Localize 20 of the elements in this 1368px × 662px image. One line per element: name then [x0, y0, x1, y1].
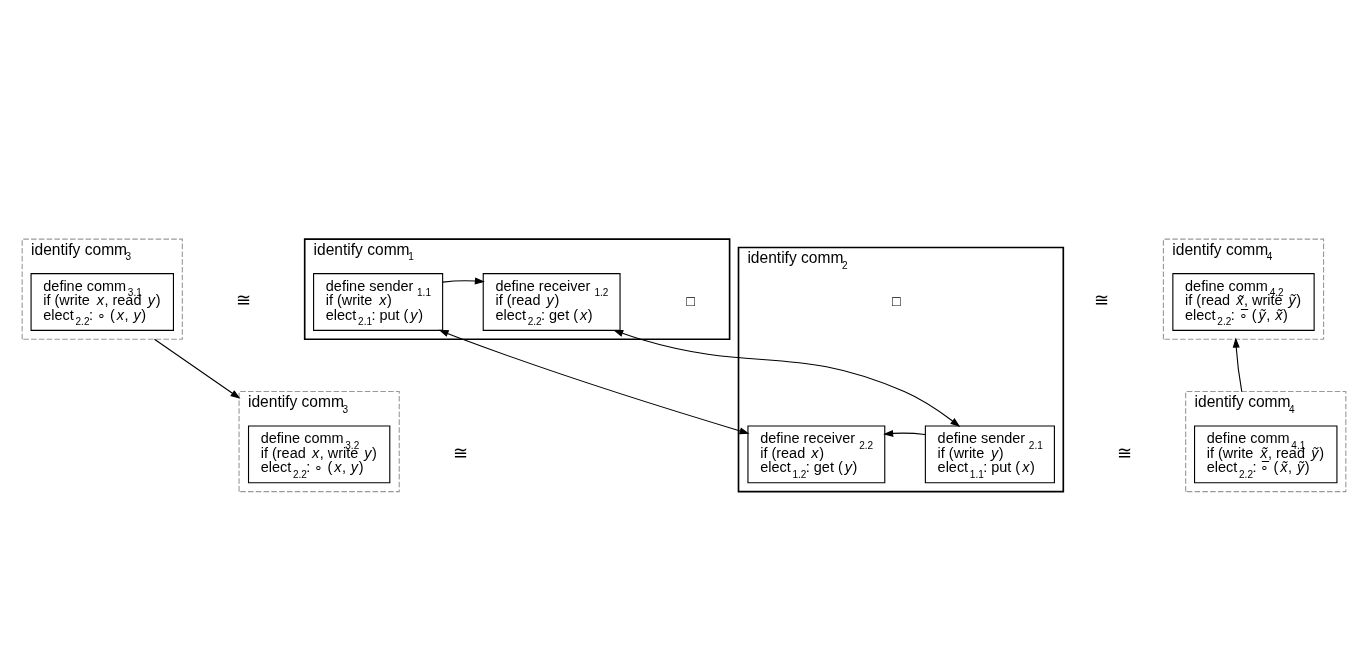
node-box: define comm$_{3.1}$ if (write x, read y) elect$_{2.2}$: ∘ (x, y) [30, 273, 174, 331]
arrow [153, 338, 241, 399]
label: ≅ [1094, 290, 1110, 311]
node-box: define comm$_{4.1}$ if (write x̃, read ỹ) elect$_{2.2}$: ∘̅ (x̃, ỹ) [1194, 425, 1338, 484]
arrow [442, 277, 485, 285]
label: ≅ [235, 290, 251, 311]
node-box: define comm$_{4.2}$ if (read x̃, write ỹ) elect$_{2.2}$: ∘̅ (ỹ, x̃) [1172, 273, 1315, 331]
node-box: define receiver$_{1.2}$ if (read y) elect$_{2.2}$: get (x) [482, 273, 621, 331]
arrow [438, 329, 750, 435]
node-box: define sender$_{2.1}$ if (write y) elect$_{1.1}$: put (x) [924, 425, 1055, 484]
arrow [883, 429, 926, 437]
label: □ [686, 292, 695, 309]
node-box: define sender$_{1.1}$ if (write x) elect$_{2.1}$: put (y) [313, 273, 444, 331]
arrow [613, 329, 961, 428]
label: ≅ [1116, 442, 1132, 463]
node-box: define receiver$_{2.2}$ if (read x) elect$_{1.2}$: get (y) [747, 425, 886, 484]
arrow [1232, 337, 1243, 393]
label: □ [892, 292, 901, 309]
label: ≅ [452, 442, 468, 463]
node-box: define comm$_{3.2}$ if (read x, write y) elect$_{2.2}$: ∘ (x, y) [247, 425, 391, 484]
